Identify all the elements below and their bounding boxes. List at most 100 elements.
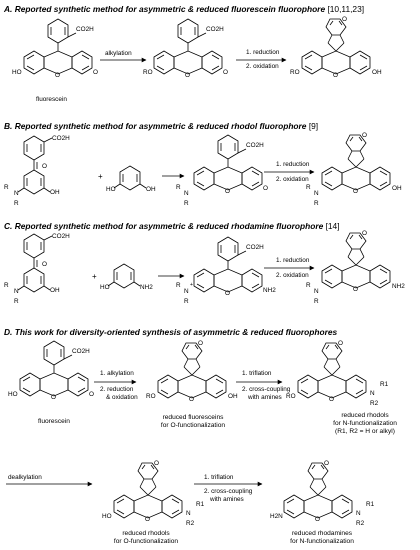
b3-n-label: N [184, 190, 189, 197]
section-c-title: C. Reported synthetic method for asymmet… [4, 221, 340, 231]
d3-caption-line1: reduced rhodols [341, 412, 389, 419]
d5-r1-label: R1 [366, 501, 375, 508]
d-arrow1-line3: & oxidation [106, 394, 138, 401]
d1-ho-label: HO [8, 391, 18, 398]
b1-r-label-2: R [14, 200, 19, 207]
d1-co2h-label: CO2H [72, 348, 90, 355]
d3-caption: reduced rhodols for N-functionalization … [320, 412, 410, 436]
a-step-alkylation: alkylation [105, 50, 132, 57]
c4-nh2-label: NH2 [392, 283, 405, 290]
c4-r-label: R [306, 282, 311, 289]
section-b-scheme [17, 134, 391, 195]
d3-r2-label: R2 [370, 400, 379, 407]
b4-ring-o-label: O [353, 188, 358, 195]
a-step-reduction: 1. reduction [246, 49, 280, 56]
b3-r-label-2: R [184, 200, 189, 207]
section-d-title: D. This work for diversity-oriented synt… [4, 327, 337, 337]
d4-ring-o-label: O [145, 516, 150, 523]
d2-caption: reduced fluoresceins for O-functionaliza… [148, 414, 238, 430]
d-arrow1-line1: 1. alkylation [100, 370, 134, 377]
a2-co2h-label: CO2H [206, 26, 224, 33]
a3-spiro-o-label: O [342, 16, 347, 23]
b4-n-label: N [314, 190, 319, 197]
b4-spiro-o-label: O [362, 132, 367, 139]
c-step-oxidation: 2. oxidation [276, 272, 309, 279]
d2-spiro-o-label: O [198, 340, 203, 347]
c3-r-label: R [176, 282, 181, 289]
d1-ring-o-label: O [51, 394, 56, 401]
d4-caption-line1: reduced rhodols [122, 530, 170, 537]
c1-r-label: R [4, 282, 9, 289]
d3-ro-label: RO [286, 393, 296, 400]
d4-r2-label: R2 [186, 520, 195, 527]
d-arrow3-label: dealkylation [8, 474, 42, 481]
b1-keto-o-label: O [42, 163, 47, 170]
section-a-ref: [10,11,23] [327, 4, 365, 14]
b2-ho-label: HO [106, 186, 116, 193]
d1-keto-o-label: O [89, 391, 94, 398]
section-b-title-text: B. Reported synthetic method for asymmet… [4, 121, 307, 131]
b3-keto-o-label: O [263, 185, 268, 192]
c1-keto-o-label: O [42, 261, 47, 268]
b3-co2h-label: CO2H [246, 142, 264, 149]
c3-co2h-label: CO2H [246, 244, 264, 251]
d-arrow1-line2: 2. reduction [100, 386, 134, 393]
c4-ring-o-label: O [353, 286, 358, 293]
section-c-ref: [14] [325, 221, 340, 231]
b-plus-label: + [98, 172, 103, 181]
c1-oh-label: OH [50, 287, 60, 294]
b3-ring-o-label: O [225, 188, 230, 195]
section-c-scheme [17, 232, 391, 293]
c-step-reduction: 1. reduction [276, 257, 310, 264]
a-step-oxidation: 2. oxidation [246, 63, 279, 70]
d5-caption-line1: reduced rhodamines [291, 530, 353, 537]
section-b-title: B. Reported synthetic method for asymmet… [4, 121, 318, 131]
d5-n-label: N [356, 510, 361, 517]
c4-r-label-2: R [314, 298, 319, 305]
d2-caption-line2: for O-functionalization [160, 422, 226, 429]
section-b-ref: [9] [308, 121, 319, 131]
d4-ho-label: HO [102, 513, 112, 520]
d3-ring-o-label: O [329, 396, 334, 403]
section-a-title-text: A. Reported synthetic method for asymmet… [4, 4, 326, 14]
a1-ring-o-label: O [55, 72, 60, 79]
d-arrow4-line1: 1. triflation [204, 474, 234, 481]
b-step-oxidation: 2. oxidation [276, 176, 309, 183]
d4-r1-label: R1 [196, 501, 205, 508]
a3-ro-label: RO [290, 69, 300, 76]
c3-nh2-label: NH2 [263, 287, 276, 294]
d2-ring-o-label: O [189, 396, 194, 403]
b4-oh-label: OH [392, 185, 402, 192]
b1-r-label: R [4, 184, 9, 191]
d3-caption-line3: (R1, R2 = H or alkyl) [335, 428, 395, 435]
d4-caption-line2: for O-functionalization [113, 538, 179, 545]
section-d-scheme [6, 340, 367, 519]
c2-ho-label: HO [100, 284, 110, 291]
d5-h2n-label: H2N [270, 513, 283, 520]
a1-co2h-label: CO2H [76, 26, 94, 33]
c-plus-label: + [92, 272, 97, 281]
d5-ring-o-label: O [315, 516, 320, 523]
d-arrow2-line1: 1. triflation [242, 370, 272, 377]
d5-r2-label: R2 [356, 520, 365, 527]
b1-oh-label: OH [50, 189, 60, 196]
a2-keto-o-label: O [223, 69, 228, 76]
d3-r1-label: R1 [380, 381, 389, 388]
d-arrow2-line2: 2. cross-coupling [242, 386, 291, 393]
b4-r-label: R [306, 184, 311, 191]
b1-n-label: N [14, 190, 19, 197]
c4-spiro-o-label: O [362, 230, 367, 237]
a1-fluorescein-caption: fluorescein [36, 96, 67, 103]
d5-caption-line2: for N-functionalization [290, 538, 354, 545]
d2-caption-line1: reduced fluoresceins [162, 414, 224, 421]
a1-keto-o-label: O [93, 69, 98, 76]
d-arrow2-line3: with amines [248, 394, 282, 401]
c3-plus-label: + [190, 282, 193, 288]
d3-spiro-o-label: O [338, 340, 343, 347]
d1-caption: fluorescein [38, 418, 70, 425]
c1-co2h-label: CO2H [52, 233, 70, 240]
d2-oh-label: OH [228, 393, 238, 400]
section-a-title: A. Reported synthetic method for asymmet… [4, 4, 364, 14]
d-arrow4-line2: 2. cross-coupling [204, 488, 253, 495]
